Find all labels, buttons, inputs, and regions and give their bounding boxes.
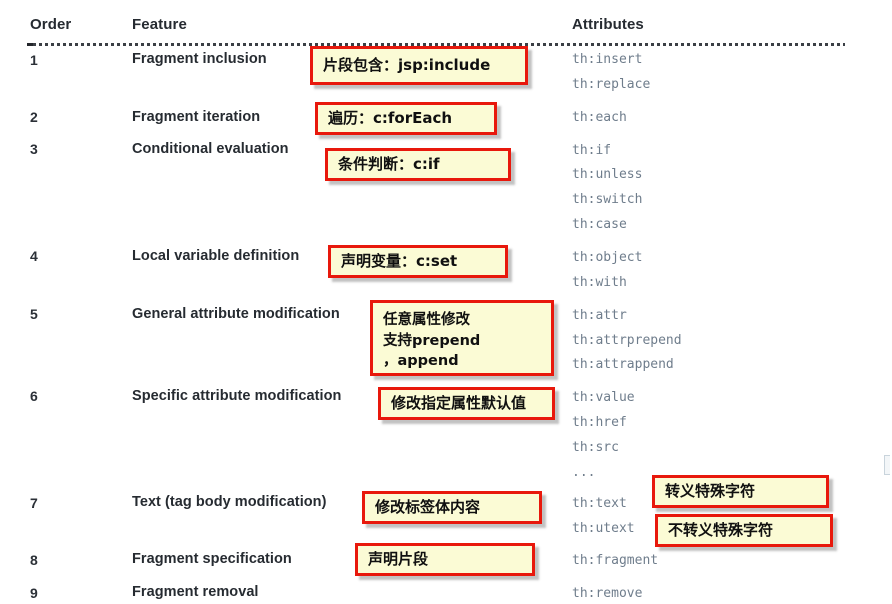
- table-row-feature: Fragment specification: [132, 551, 292, 567]
- table-row-feature: Fragment inclusion: [132, 51, 267, 67]
- table-row-order: 4: [30, 248, 38, 264]
- annotation-unescape-special-chars: 不转义特殊字符: [655, 514, 833, 547]
- annotation-text: 修改标签体内容: [375, 497, 481, 516]
- table-row-attribute: th:utext: [572, 521, 635, 536]
- scrollbar-remnant[interactable]: [884, 455, 890, 475]
- table-row-order: 1: [30, 52, 38, 68]
- table-row-attribute: th:value: [572, 390, 635, 405]
- annotation-fragment-specification: 声明片段: [355, 543, 535, 576]
- table-row-feature: Fragment iteration: [132, 109, 261, 125]
- table-row-feature: General attribute modification: [132, 306, 340, 322]
- table-row-feature: Text (tag body modification): [132, 494, 327, 510]
- table-row-attribute: th:object: [572, 250, 643, 265]
- table-row-feature: Local variable definition: [132, 248, 300, 264]
- table-row-attribute: th:unless: [572, 167, 643, 182]
- annotation-text: 转义特殊字符: [665, 481, 756, 500]
- table-row-feature: Specific attribute modification: [132, 388, 342, 404]
- annotation-text: 遍历：c:forEach: [328, 108, 453, 127]
- annotation-text: 不转义特殊字符: [668, 520, 774, 539]
- table-row-attribute: th:if: [572, 143, 612, 158]
- annotation-text: 声明片段: [368, 549, 429, 568]
- table-row-order: 7: [30, 495, 38, 511]
- table-row-order: 8: [30, 552, 38, 568]
- table-row-feature: Fragment removal: [132, 584, 259, 600]
- annotation-text: 条件判断：c:if: [338, 154, 440, 173]
- table-row-order: 2: [30, 109, 38, 125]
- column-header-feature: Feature: [132, 16, 187, 33]
- header-divider-dotted: [27, 43, 845, 46]
- annotation-text: 任意属性修改 支持prepend ，append: [383, 312, 481, 370]
- annotation-text-body: 修改标签体内容: [362, 491, 542, 524]
- table-row-attribute: th:src: [572, 440, 619, 455]
- annotation-conditional-evaluation: 条件判断：c:if: [325, 148, 511, 181]
- table-row-attribute: th:each: [572, 110, 627, 125]
- table-row-attribute: th:replace: [572, 77, 651, 92]
- table-row-attribute: th:case: [572, 217, 627, 232]
- table-row-order: 3: [30, 141, 38, 157]
- table-row-order: 6: [30, 388, 38, 404]
- annotation-fragment-inclusion: 片段包含：jsp:include: [310, 46, 528, 85]
- table-row-order: 5: [30, 306, 38, 322]
- annotation-text: 修改指定属性默认值: [391, 393, 527, 412]
- table-row-attribute: th:href: [572, 415, 627, 430]
- table-row-attribute: ...: [572, 465, 596, 480]
- column-header-order: Order: [30, 16, 72, 33]
- table-row-feature: Conditional evaluation: [132, 141, 289, 157]
- column-header-attributes: Attributes: [572, 16, 644, 33]
- table-row-attribute: th:remove: [572, 586, 643, 601]
- annotation-text: 片段包含：jsp:include: [323, 55, 491, 74]
- header-divider-cap: [27, 43, 33, 46]
- table-row-attribute: th:attr: [572, 308, 627, 323]
- table-row-attribute: th:attrappend: [572, 357, 674, 372]
- annotation-escape-special-chars: 转义特殊字符: [652, 475, 829, 508]
- table-row-attribute: th:fragment: [572, 553, 659, 568]
- table-row-attribute: th:attrprepend: [572, 333, 682, 348]
- annotation-fragment-iteration: 遍历：c:forEach: [315, 102, 497, 135]
- annotation-specific-attribute: 修改指定属性默认值: [378, 387, 555, 420]
- table-row-attribute: th:insert: [572, 52, 643, 67]
- table-row-attribute: th:with: [572, 275, 627, 290]
- annotation-general-attribute: 任意属性修改 支持prepend ，append: [370, 300, 554, 376]
- annotation-text: 声明变量：c:set: [341, 251, 458, 270]
- table-row-attribute: th:switch: [572, 192, 643, 207]
- annotation-local-variable: 声明变量：c:set: [328, 245, 508, 278]
- table-row-order: 9: [30, 585, 38, 601]
- table-row-attribute: th:text: [572, 496, 627, 511]
